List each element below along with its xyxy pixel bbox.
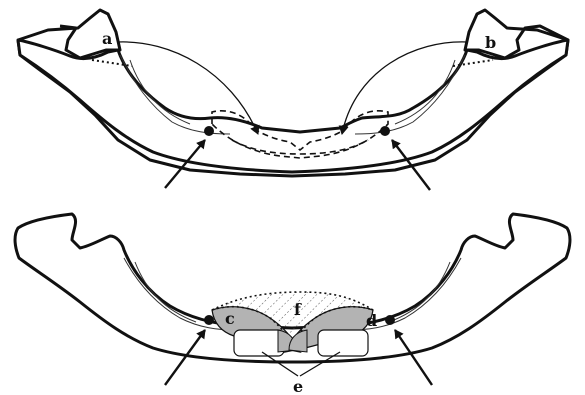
- label-a: a: [102, 29, 112, 48]
- block-e-right: [318, 330, 368, 356]
- top-foramen-right: [380, 126, 390, 136]
- label-f: f: [294, 300, 302, 319]
- top-foramen-left: [204, 126, 214, 136]
- label-b: b: [485, 33, 496, 52]
- top-figure: a b: [18, 10, 568, 190]
- label-e: e: [293, 377, 303, 395]
- bottom-figure: c d f e: [15, 214, 570, 395]
- bottom-foramen-left: [204, 315, 214, 325]
- block-e-left: [234, 330, 284, 356]
- bottom-foramen-right: [385, 315, 395, 325]
- label-d: d: [366, 311, 377, 330]
- label-c: c: [225, 309, 235, 328]
